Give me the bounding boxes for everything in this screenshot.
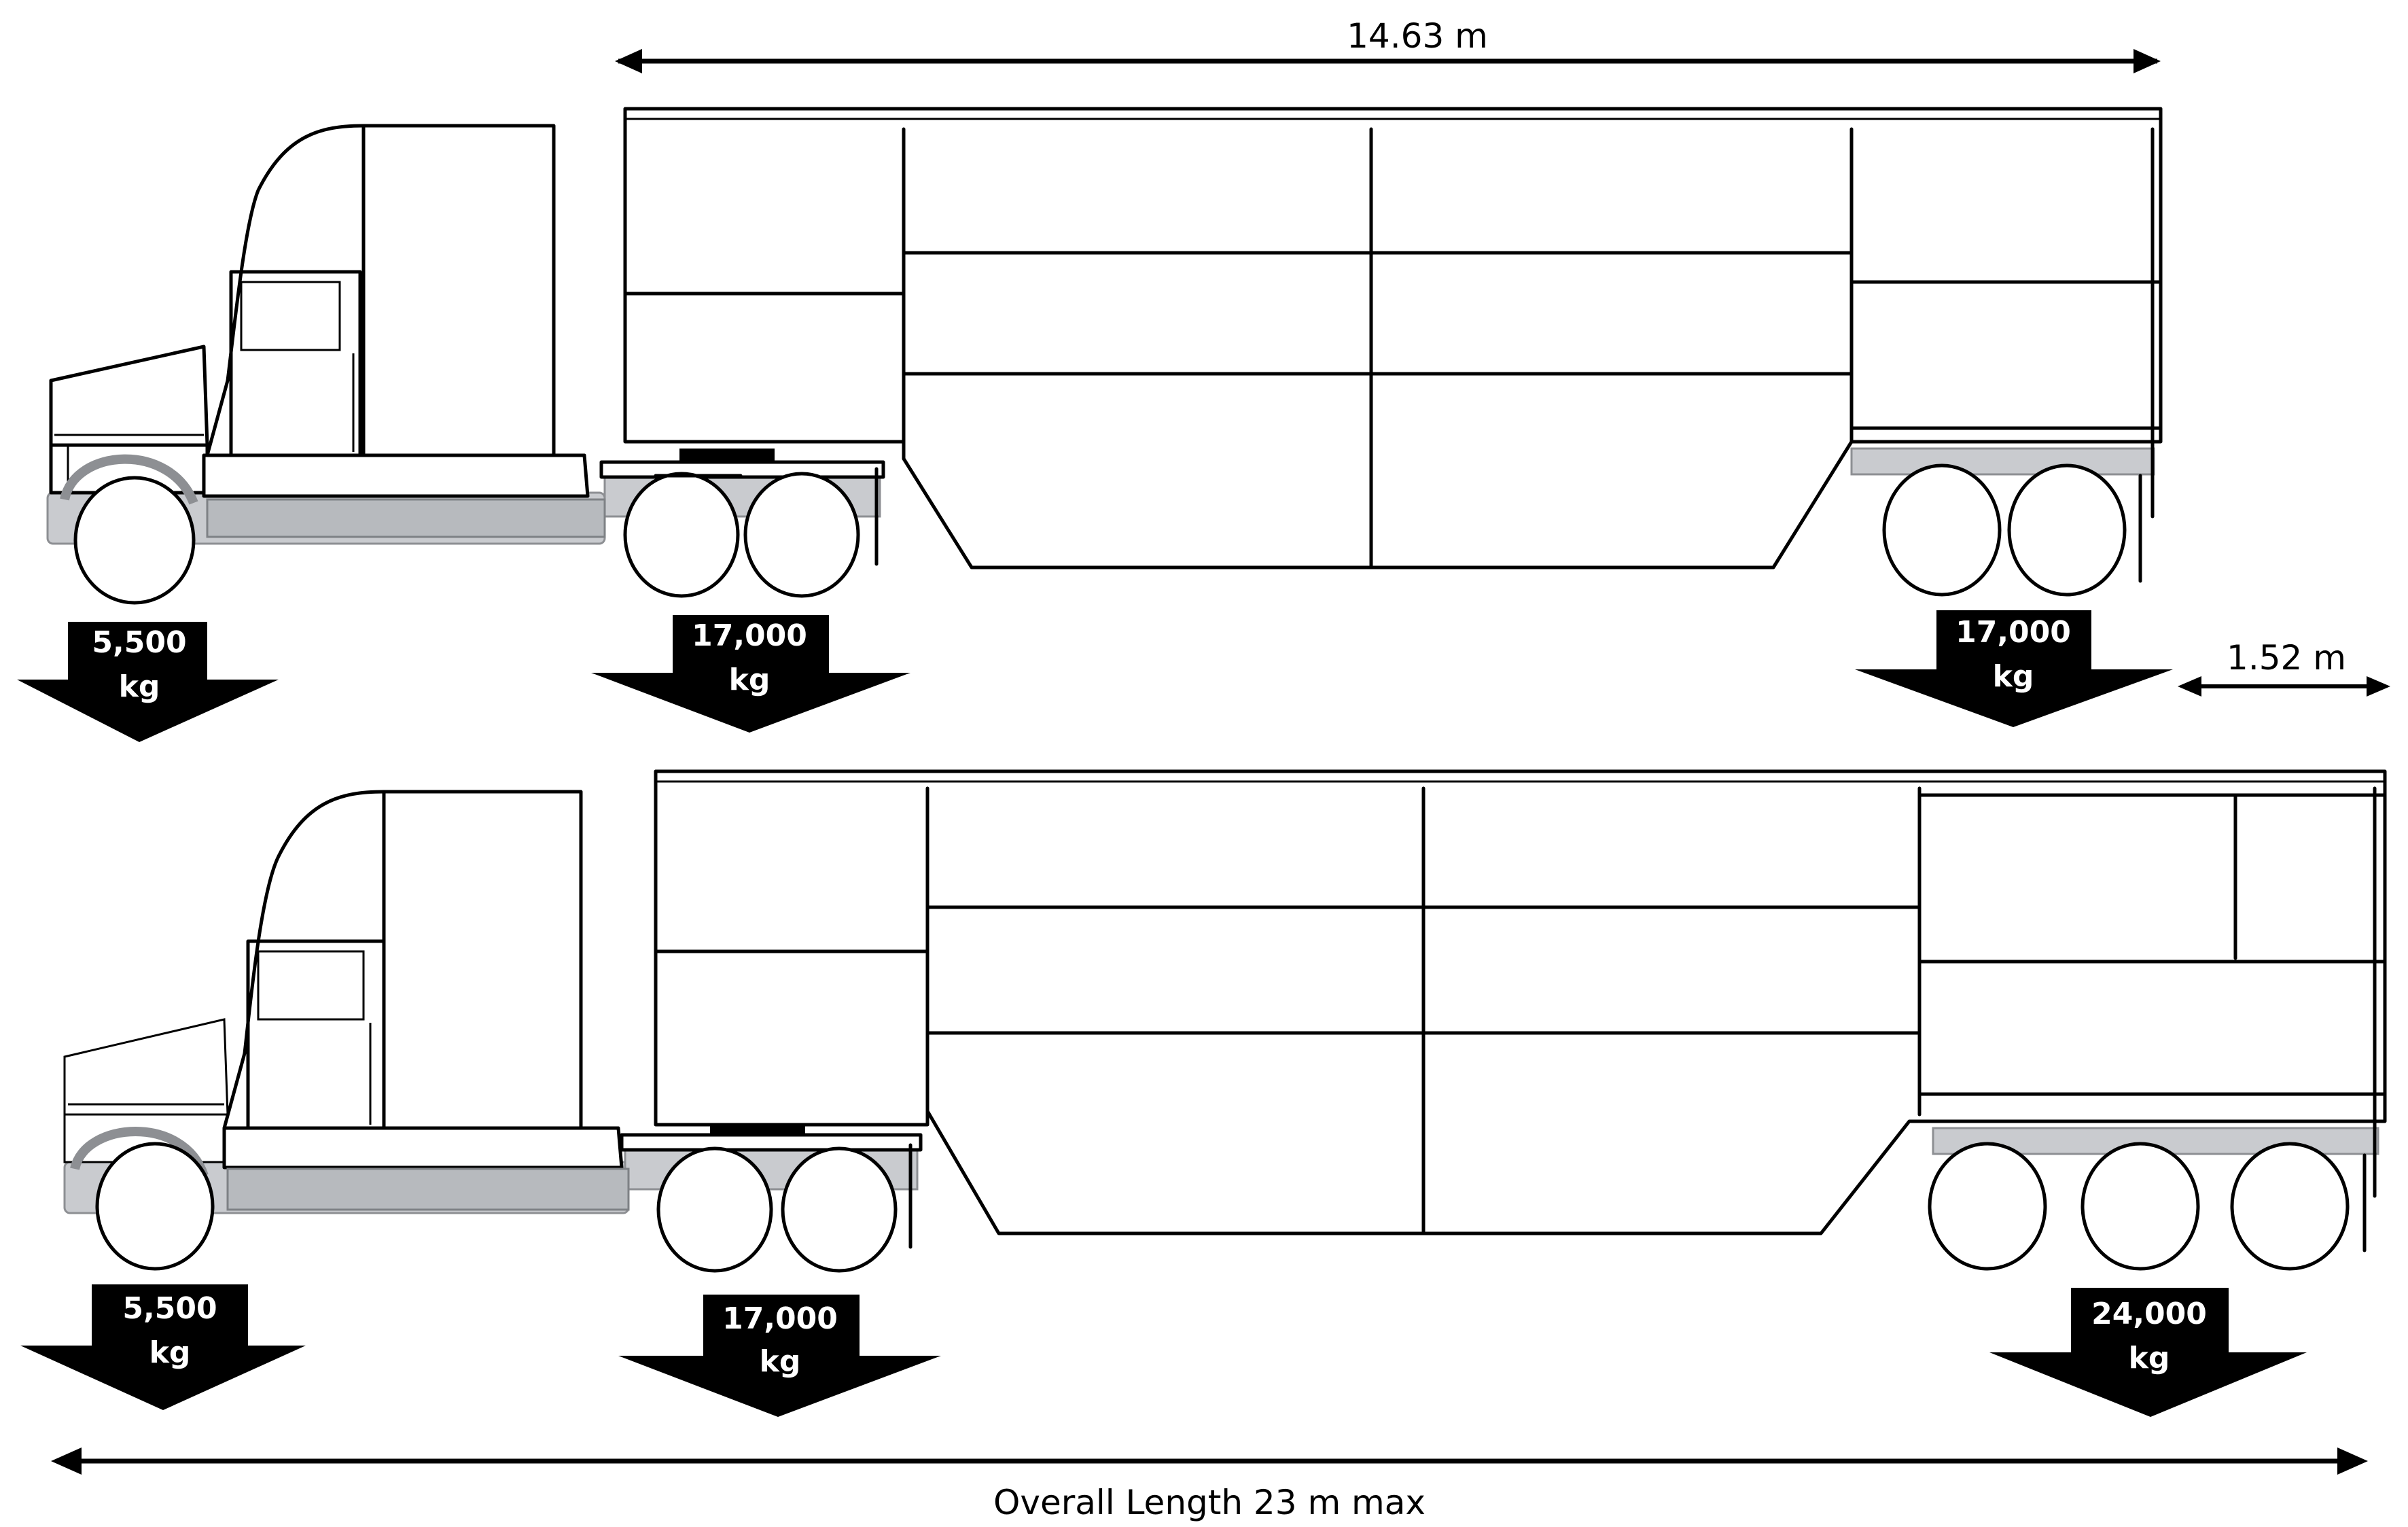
- bottom-load-steer-unit: kg: [149, 1335, 191, 1370]
- trailer-length-dimension: 14.63 m: [615, 16, 2161, 73]
- top-tractor: [46, 124, 885, 605]
- bottom-drive-wheel-2: [781, 1146, 898, 1273]
- bottom-trailer-wheel-3: [2230, 1142, 2350, 1271]
- overall-length-dimension: Overall Length 23 m max: [51, 1447, 2368, 1522]
- top-trailer: [623, 107, 2163, 597]
- top-load-arrow-drive: 17,000 kg: [591, 615, 910, 733]
- top-drive-wheel-2: [743, 472, 860, 598]
- trailer-length-label: 14.63 m: [1347, 16, 1488, 56]
- bottom-load-arrow-steer: 5,500 kg: [20, 1284, 306, 1410]
- rear-overhang-label: 1.52 m: [2227, 638, 2346, 678]
- bottom-drive-wheel-1: [656, 1146, 773, 1273]
- top-trailer-wheel-1: [1882, 463, 2002, 597]
- bottom-load-arrow-trailer: 24,000 kg: [1989, 1288, 2307, 1417]
- bottom-load-drive-value: 17,000: [722, 1301, 838, 1336]
- top-trailer-wheel-2: [2007, 463, 2127, 597]
- bottom-load-trailer-unit: kg: [2129, 1341, 2170, 1375]
- top-load-drive-value: 17,000: [692, 618, 807, 653]
- top-drive-wheel-1: [623, 472, 740, 598]
- bottom-load-steer-value: 5,500: [122, 1291, 217, 1326]
- top-load-trailer-unit: kg: [1993, 659, 2034, 694]
- top-steer-wheel: [73, 476, 196, 605]
- top-load-steer-value: 5,500: [92, 625, 186, 660]
- top-load-arrow-steer: 5,500 kg: [17, 622, 279, 742]
- bottom-load-drive-unit: kg: [760, 1344, 801, 1379]
- bottom-tractor: [63, 790, 923, 1273]
- overall-length-label: Overall Length 23 m max: [993, 1483, 1426, 1522]
- bottom-truck: 5,500 kg 17,000 kg 24,000 kg: [20, 769, 2387, 1417]
- bottom-trailer: [654, 769, 2387, 1271]
- top-truck: 5,500 kg 17,000 kg 17,000 kg 1.52 m: [17, 107, 2390, 742]
- bottom-trailer-wheel-1: [1928, 1142, 2047, 1271]
- top-load-trailer-value: 17,000: [1955, 615, 2071, 650]
- bottom-load-trailer-value: 24,000: [2091, 1297, 2207, 1331]
- top-load-drive-unit: kg: [729, 663, 771, 697]
- rear-overhang-dimension: 1.52 m: [2178, 638, 2390, 697]
- bottom-steer-wheel: [95, 1142, 215, 1271]
- bottom-trailer-wheel-2: [2081, 1142, 2200, 1271]
- top-load-arrow-trailer: 17,000 kg: [1855, 610, 2173, 727]
- top-load-steer-unit: kg: [119, 669, 160, 704]
- bottom-load-arrow-drive: 17,000 kg: [618, 1295, 941, 1417]
